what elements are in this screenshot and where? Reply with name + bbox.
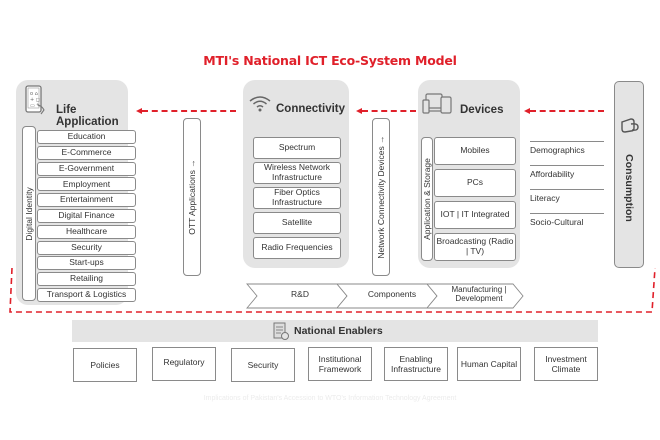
ott-applications-label: OTT Applications → bbox=[187, 159, 197, 235]
life-item-employment: Employment bbox=[37, 177, 136, 192]
enabler-security: Security bbox=[231, 348, 295, 382]
connectivity-item-spectrum: Spectrum bbox=[253, 137, 341, 159]
dashed-arrow-consumption-to-devices bbox=[530, 110, 604, 112]
enabler-investment-climate: Investment Climate bbox=[534, 347, 598, 381]
diagram-title: MTI's National ICT Eco-System Model bbox=[203, 53, 457, 68]
life-item-digital-finance: Digital Finance bbox=[37, 208, 136, 223]
life-application-panel: o ⌂ + ◻ ▭ ✎ Life Application Digital Ide… bbox=[16, 80, 136, 305]
svg-text:▭ ✎: ▭ ✎ bbox=[30, 103, 41, 109]
life-item-ecommerce: E-Commerce bbox=[37, 145, 136, 160]
enabler-policies: Policies bbox=[73, 348, 137, 382]
devices-panel: Devices Application & Storage Mobiles PC… bbox=[418, 80, 520, 268]
dashed-arrow-devices-to-connectivity bbox=[362, 110, 416, 112]
life-item-transport-logistics: Transport & Logistics bbox=[37, 287, 136, 302]
value-chain bbox=[246, 283, 524, 309]
connectivity-item-fiber: Fiber Optics Infrastructure bbox=[253, 187, 341, 209]
connectivity-panel: Connectivity Spectrum Wireless Network I… bbox=[243, 80, 349, 268]
arrow-head-left bbox=[356, 107, 362, 114]
life-application-heading: Life Application bbox=[56, 104, 119, 128]
digital-identity-bar: Digital Identity bbox=[22, 126, 36, 301]
connectivity-item-radio: Radio Frequencies bbox=[253, 237, 341, 259]
connectivity-item-satellite: Satellite bbox=[253, 212, 341, 234]
smartphone-apps-icon: o ⌂ + ◻ ▭ ✎ bbox=[25, 85, 45, 115]
enabler-enabling-infrastructure: Enabling Infrastructure bbox=[384, 347, 448, 381]
national-enablers-header: National Enablers bbox=[72, 320, 598, 342]
life-item-security: Security bbox=[37, 240, 136, 255]
arrow-head-left bbox=[524, 107, 530, 114]
connectivity-item-wireless: Wireless Network Infrastructure bbox=[253, 162, 341, 184]
value-chain-rnd: R&D bbox=[291, 289, 309, 299]
enabler-regulatory: Regulatory bbox=[152, 347, 216, 381]
network-connectivity-label: Network Connectivity Devices → bbox=[376, 135, 386, 259]
consumption-label: Consumption bbox=[623, 154, 635, 222]
enabler-human-capital: Human Capital bbox=[457, 347, 521, 381]
dashed-arrow-connectivity-to-life bbox=[142, 110, 236, 112]
life-item-startups: Start-ups bbox=[37, 256, 136, 271]
devices-icon bbox=[422, 93, 452, 114]
value-chain-components: Components bbox=[367, 289, 417, 299]
hand-device-icon bbox=[621, 118, 639, 133]
application-storage-label: Application & Storage bbox=[422, 158, 432, 240]
life-application-list: Education E-Commerce E-Government Employ… bbox=[37, 130, 136, 302]
devices-item-pcs: PCs bbox=[434, 169, 516, 197]
factor-affordability: Affordability bbox=[530, 165, 604, 186]
factor-literacy: Literacy bbox=[530, 189, 604, 210]
enabler-institutional-framework: Institutional Framework bbox=[308, 347, 372, 381]
life-item-retailing: Retailing bbox=[37, 272, 136, 287]
devices-item-iot: IOT | IT Integrated bbox=[434, 201, 516, 229]
consumption-factors: Demographics Affordability Literacy Soci… bbox=[530, 141, 604, 234]
svg-text:o ⌂: o ⌂ bbox=[30, 91, 38, 97]
devices-item-broadcasting: Broadcasting (Radio | TV) bbox=[434, 233, 516, 261]
life-item-healthcare: Healthcare bbox=[37, 224, 136, 239]
national-enablers-heading: National Enablers bbox=[294, 325, 383, 337]
factor-demographics: Demographics bbox=[530, 141, 604, 162]
wifi-icon bbox=[249, 96, 271, 112]
arrow-head-left bbox=[136, 107, 142, 114]
application-storage-bar: Application & Storage bbox=[421, 137, 433, 261]
footer-caption: Implications of Pakistan's Accession to … bbox=[203, 395, 457, 402]
digital-identity-label: Digital Identity bbox=[24, 186, 34, 241]
chevron-manufacturing bbox=[426, 283, 524, 309]
devices-heading: Devices bbox=[460, 104, 504, 116]
connectivity-heading: Connectivity bbox=[276, 103, 346, 115]
document-gear-icon bbox=[273, 322, 289, 340]
consumption-bar: Consumption bbox=[614, 81, 644, 268]
life-item-entertainment: Entertainment bbox=[37, 193, 136, 208]
value-chain-manufacturing: Manufacturing | Development bbox=[451, 285, 507, 304]
svg-text:+ ◻: + ◻ bbox=[30, 97, 40, 103]
life-item-egovernment: E-Government bbox=[37, 161, 136, 176]
factor-socio-cultural: Socio-Cultural bbox=[530, 213, 604, 234]
ott-applications-bar: OTT Applications → bbox=[183, 118, 201, 276]
devices-item-mobiles: Mobiles bbox=[434, 137, 516, 165]
life-item-education: Education bbox=[37, 130, 136, 144]
network-connectivity-bar: Network Connectivity Devices → bbox=[372, 118, 390, 276]
